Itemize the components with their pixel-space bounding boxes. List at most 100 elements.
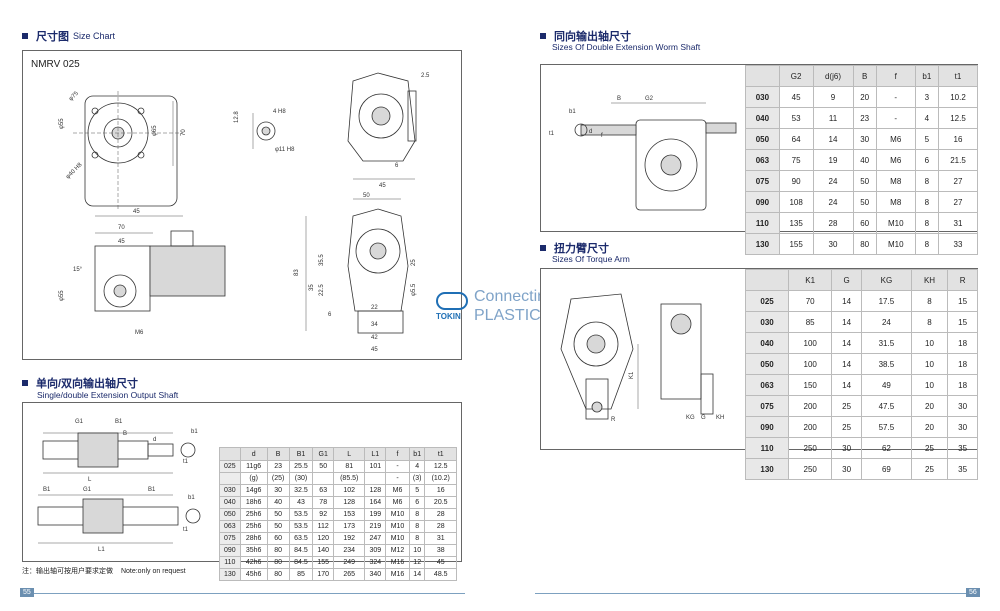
table-cell: 45 (778, 86, 814, 108)
motor-view: 45 70 45 M6 15° φ55 (59, 209, 226, 336)
table-cell: 14 (831, 332, 862, 354)
table-cell: 49 (861, 374, 912, 396)
svg-text:φ55: φ55 (59, 118, 65, 129)
bullet-square-icon (540, 245, 546, 251)
torque-arm-title: 扭力臂尺寸 (540, 240, 609, 256)
table-cell: 60 (266, 532, 290, 545)
table-header-cell: t1 (424, 447, 457, 461)
svg-text:4 H8: 4 H8 (273, 109, 286, 115)
table-cell: 8 (408, 532, 426, 545)
table-cell: M16 (385, 556, 410, 569)
table-cell: (30) (288, 472, 314, 485)
table-cell: 84.5 (288, 544, 314, 557)
svg-text:f: f (601, 133, 603, 139)
svg-text:45: 45 (118, 239, 125, 245)
table-cell: 8 (408, 508, 426, 521)
table-cell: 53.5 (288, 520, 314, 533)
table-cell: 92 (312, 508, 335, 521)
svg-text:B1: B1 (43, 487, 51, 493)
table-cell: 12.5 (937, 107, 979, 129)
svg-text:12.8: 12.8 (234, 111, 240, 123)
table-cell: 48.5 (424, 568, 457, 581)
table-cell: 90 (778, 170, 814, 192)
table-header-cell: b1 (408, 447, 426, 461)
svg-text:KH: KH (716, 415, 724, 421)
table-header-cell (219, 447, 241, 461)
table-cell: 8 (408, 520, 426, 533)
note-zh: 注：输出轴可按用户要求定做 (22, 568, 113, 575)
table-cell: 69 (861, 458, 912, 480)
svg-text:50: 50 (363, 193, 370, 199)
table-cell: M6 (875, 149, 916, 171)
table-cell: 70 (788, 290, 833, 312)
side-view-top: 2.5 6 45 (347, 72, 430, 189)
size-chart-frame: NMRV 025 φ75 φ55 φ40 H8 φ65 70 12.8 4 H8 (22, 50, 462, 360)
row-label-cell: 050 (745, 128, 780, 150)
row-label-cell: 130 (219, 568, 241, 581)
table-cell: 30 (852, 128, 877, 150)
svg-text:d: d (589, 129, 592, 135)
row-label-cell: 030 (745, 86, 780, 108)
table-cell: 265 (333, 568, 366, 581)
row-label-cell: 130 (745, 233, 780, 255)
table-cell: 64 (778, 128, 814, 150)
table-cell: 30 (947, 416, 978, 438)
table-cell: 17.5 (861, 290, 912, 312)
row-label-cell (219, 472, 241, 485)
page-number-right: 56 (966, 588, 980, 597)
table-cell: 18h6 (239, 496, 268, 509)
svg-text:t1: t1 (183, 459, 189, 465)
table-cell: 200 (788, 416, 833, 438)
table-cell: (85.5) (333, 472, 366, 485)
table-cell: 247 (364, 532, 387, 545)
row-label-cell: 063 (219, 520, 241, 533)
table-cell: (g) (239, 472, 268, 485)
table-cell: 14 (812, 128, 854, 150)
tokin-logo-icon (436, 292, 468, 310)
table-cell: 219 (364, 520, 387, 533)
row-label-cell: 025 (744, 290, 790, 312)
row-label-cell: 075 (219, 532, 241, 545)
torque-arm-title-zh: 扭力臂尺寸 (554, 243, 609, 255)
table-header-cell: L1 (364, 447, 387, 461)
table-cell: 19 (812, 149, 854, 171)
table-cell: M10 (385, 508, 410, 521)
table-cell: 30 (831, 437, 862, 459)
row-label-cell: 110 (745, 212, 780, 234)
table-cell: 25 (831, 395, 862, 417)
table-cell (364, 472, 387, 485)
table-cell: 35h6 (239, 544, 268, 557)
table-cell: 21.5 (937, 149, 979, 171)
size-chart-title: 尺寸图 Size Chart (22, 28, 115, 44)
table-header-cell: f (875, 65, 916, 87)
row-label-cell: 025 (219, 460, 241, 473)
table-cell: 14 (831, 290, 862, 312)
table-cell: 250 (788, 437, 833, 459)
table-cell: 38 (424, 544, 457, 557)
table-header-cell: t1 (937, 65, 979, 87)
row-label-cell: 063 (744, 374, 790, 396)
table-cell: 18 (947, 353, 978, 375)
table-cell: 45h6 (239, 568, 268, 581)
table-cell: 8 (910, 290, 949, 312)
row-label-cell: 075 (745, 170, 780, 192)
table-cell: 173 (333, 520, 366, 533)
table-cell: 25.5 (288, 460, 314, 473)
torque-arm-subtitle: Sizes Of Torque Arm (552, 254, 630, 264)
row-label-cell: 090 (745, 191, 780, 213)
table-cell: 5 (914, 128, 939, 150)
table-cell: M6 (385, 496, 410, 509)
svg-text:t1: t1 (183, 527, 189, 533)
output-shaft-title-zh: 单向/双向输出轴尺寸 (36, 378, 139, 390)
